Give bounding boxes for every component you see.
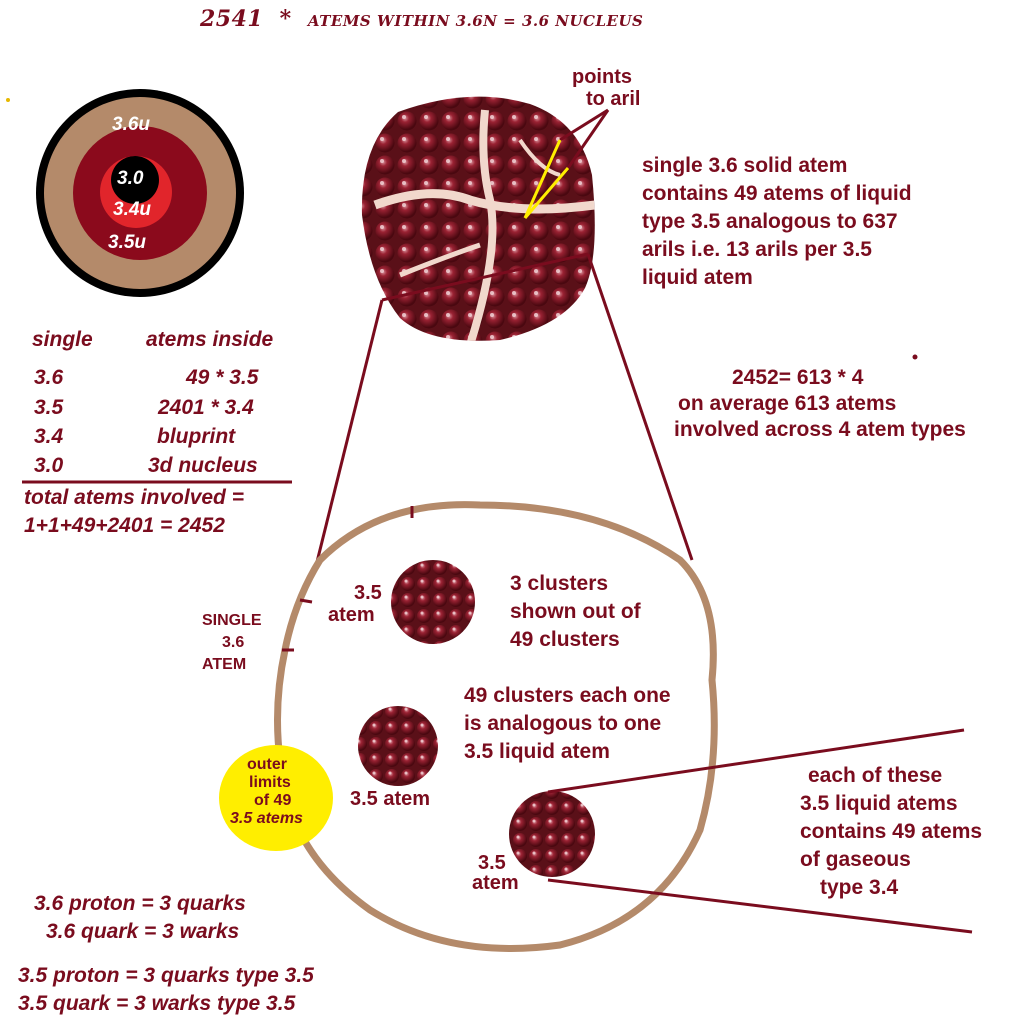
solid-atem-text-5: liquid atem <box>642 266 753 289</box>
ring-label-3-0: 3.0 <box>117 168 144 189</box>
cluster-image-3 <box>509 791 595 877</box>
boundary-tick-left-1 <box>299 598 313 604</box>
solid-atem-text-2: contains 49 atems of liquid <box>642 182 912 205</box>
average-text-1: 2452= 613 * 4 <box>732 366 864 389</box>
single-label-1: SINGLE <box>202 612 262 629</box>
single-label-2: 3.6 <box>222 634 245 651</box>
yellow-text-4: 3.5 atems <box>230 810 303 827</box>
atem-label-3a: 3.5 <box>478 852 506 874</box>
zoom-line-top <box>547 728 965 794</box>
liquid-atem-text-1: each of these <box>808 764 943 787</box>
liquid-atem-text-3: contains 49 atems <box>800 820 983 843</box>
liquid-atem-text-5: type 3.4 <box>820 876 899 899</box>
cluster-text-2c: 3.5 liquid atem <box>464 740 610 763</box>
projection-top-line <box>381 252 589 302</box>
solid-atem-text-4: arils i.e. 13 arils per 3.5 <box>642 238 872 261</box>
atem-label-3b: atem <box>472 872 519 894</box>
total-line-1: total atems involved = <box>24 486 244 509</box>
outer-limits-circle <box>219 745 333 851</box>
page-title: 2541 * ATEMS WITHIN 3.6N = 3.6 NUCLEUS <box>200 6 644 32</box>
ring-label-3-5u: 3.5u <box>108 232 147 253</box>
yellow-text-2: limits <box>249 774 291 791</box>
cluster-text-1c: 49 clusters <box>510 628 620 651</box>
cluster-text-1b: shown out of <box>510 600 641 623</box>
nucleus-rings <box>36 89 244 297</box>
projection-right-line <box>586 253 694 561</box>
table-row: 3.5 2401 * 3.4 <box>34 396 254 419</box>
pomegranate-image <box>361 96 595 341</box>
pointer-yellow-2 <box>523 167 570 219</box>
pointer-line-2 <box>566 109 610 169</box>
ring-3-0-core <box>111 156 159 204</box>
cluster-text-2a: 49 clusters each one <box>464 684 671 707</box>
bottom-text-2: 3.6 quark = 3 warks <box>46 920 240 943</box>
speck <box>912 354 918 360</box>
bottom-text-3: 3.5 proton = 3 quarks type 3.5 <box>18 964 314 987</box>
pointer-label-1: points <box>572 66 632 88</box>
liquid-atem-text-4: of gaseous <box>800 848 911 871</box>
liquid-atem-text-2: 3.5 liquid atems <box>800 792 958 815</box>
average-text-2: on average 613 atems <box>678 392 897 415</box>
yellow-text-1: outer <box>247 756 287 773</box>
solid-atem-text-3: type 3.5 analogous to 637 <box>642 210 898 233</box>
yellow-text-3: of 49 <box>254 792 292 809</box>
zoom-line-bottom <box>547 878 973 934</box>
table-row: 3.6 49 * 3.5 <box>34 366 259 389</box>
cluster-text-2b: is analogous to one <box>464 712 662 735</box>
table-header: single atems inside <box>32 328 274 351</box>
ring-label-3-4u: 3.4u <box>113 199 152 220</box>
atem-label-1b: atem <box>328 604 375 626</box>
solid-atem-text-1: single 3.6 solid atem <box>642 154 848 177</box>
cluster-text-1a: 3 clusters <box>510 572 609 595</box>
table-row: 3.0 3d nucleus <box>34 454 258 477</box>
cluster-image-2 <box>358 706 438 786</box>
table-row: 3.4 bluprint <box>34 425 236 448</box>
bottom-text-1: 3.6 proton = 3 quarks <box>34 892 246 915</box>
speck <box>6 98 10 102</box>
pointer-line-1 <box>559 108 609 142</box>
bottom-text-4: 3.5 quark = 3 warks type 3.5 <box>18 992 296 1015</box>
total-line-2: 1+1+49+2401 = 2452 <box>24 514 225 537</box>
pointer-yellow-1 <box>523 139 562 219</box>
average-text-3: involved across 4 atem types <box>674 418 966 441</box>
cluster-image-1 <box>391 560 475 644</box>
pointer-label-2: to aril <box>586 88 641 110</box>
ring-label-3-6u: 3.6u <box>112 114 151 135</box>
atem-label-1a: 3.5 <box>354 582 382 604</box>
single-label-3: ATEM <box>202 656 247 673</box>
projection-left-line <box>312 299 384 575</box>
atem-label-2: 3.5 atem <box>350 788 431 810</box>
